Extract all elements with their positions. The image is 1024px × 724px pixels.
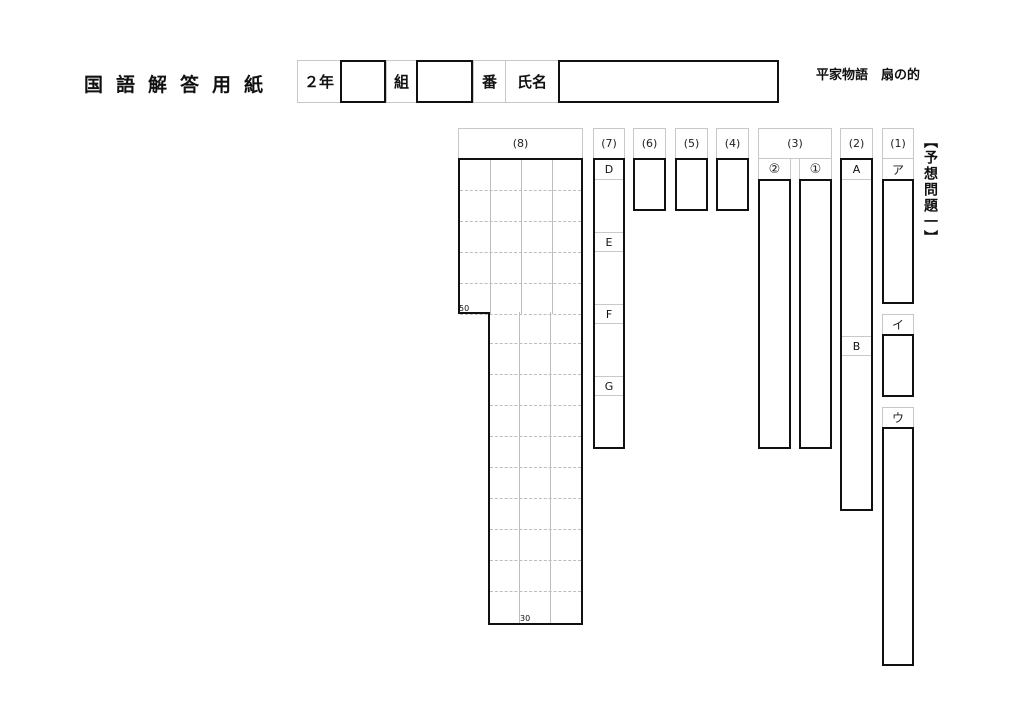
q1-part-i-answer[interactable]	[882, 334, 914, 397]
q7-part-e: E	[595, 232, 623, 252]
class-input[interactable]	[416, 60, 473, 103]
q3-part-2-answer[interactable]	[758, 179, 791, 449]
q2-label: (2)	[840, 128, 873, 159]
class-label: 組	[386, 60, 417, 103]
name-label: 氏名	[505, 60, 559, 103]
grade-input[interactable]	[340, 60, 386, 103]
page-title: 国語解答用紙	[84, 74, 277, 96]
q4-label: (4)	[716, 128, 749, 159]
section-title: 【予想問題一】	[922, 134, 938, 246]
q7-part-f: F	[595, 304, 623, 324]
q2-answer-column[interactable]: A B	[840, 158, 873, 511]
q1-part-a-label: ア	[882, 158, 914, 180]
grade-label: ２年	[297, 60, 341, 103]
q7-answer-column[interactable]: D E F G	[593, 158, 625, 449]
q5-label: (5)	[675, 128, 708, 159]
q8-answer-grid[interactable]: 50 30	[458, 158, 583, 625]
q3-part-1-answer[interactable]	[799, 179, 832, 449]
q3-part-2-label: ②	[758, 158, 791, 180]
q7-part-d: D	[595, 160, 623, 180]
q1-part-a-answer[interactable]	[882, 179, 914, 304]
name-input[interactable]	[558, 60, 779, 103]
q3-label: (3)	[758, 128, 832, 159]
q7-label: (7)	[593, 128, 625, 159]
q8-marker-30: 30	[520, 614, 531, 623]
q1-label: (1)	[882, 128, 914, 159]
q6-answer-box[interactable]	[633, 158, 666, 211]
q6-label: (6)	[633, 128, 666, 159]
q1-part-u-label: ウ	[882, 407, 914, 428]
q7-part-g: G	[595, 376, 623, 396]
q8-label: (8)	[458, 128, 583, 159]
q4-answer-box[interactable]	[716, 158, 749, 211]
q1-part-u-answer[interactable]	[882, 427, 914, 666]
q2-part-a: A	[842, 160, 871, 180]
q3-part-1-label: ①	[799, 158, 832, 180]
subject-title: 平家物語 扇の的	[816, 68, 921, 83]
number-label: 番	[473, 60, 506, 103]
q8-marker-50: 50	[459, 304, 470, 313]
q1-part-i-label: イ	[882, 314, 914, 335]
q5-answer-box[interactable]	[675, 158, 708, 211]
q2-part-b: B	[842, 336, 871, 356]
